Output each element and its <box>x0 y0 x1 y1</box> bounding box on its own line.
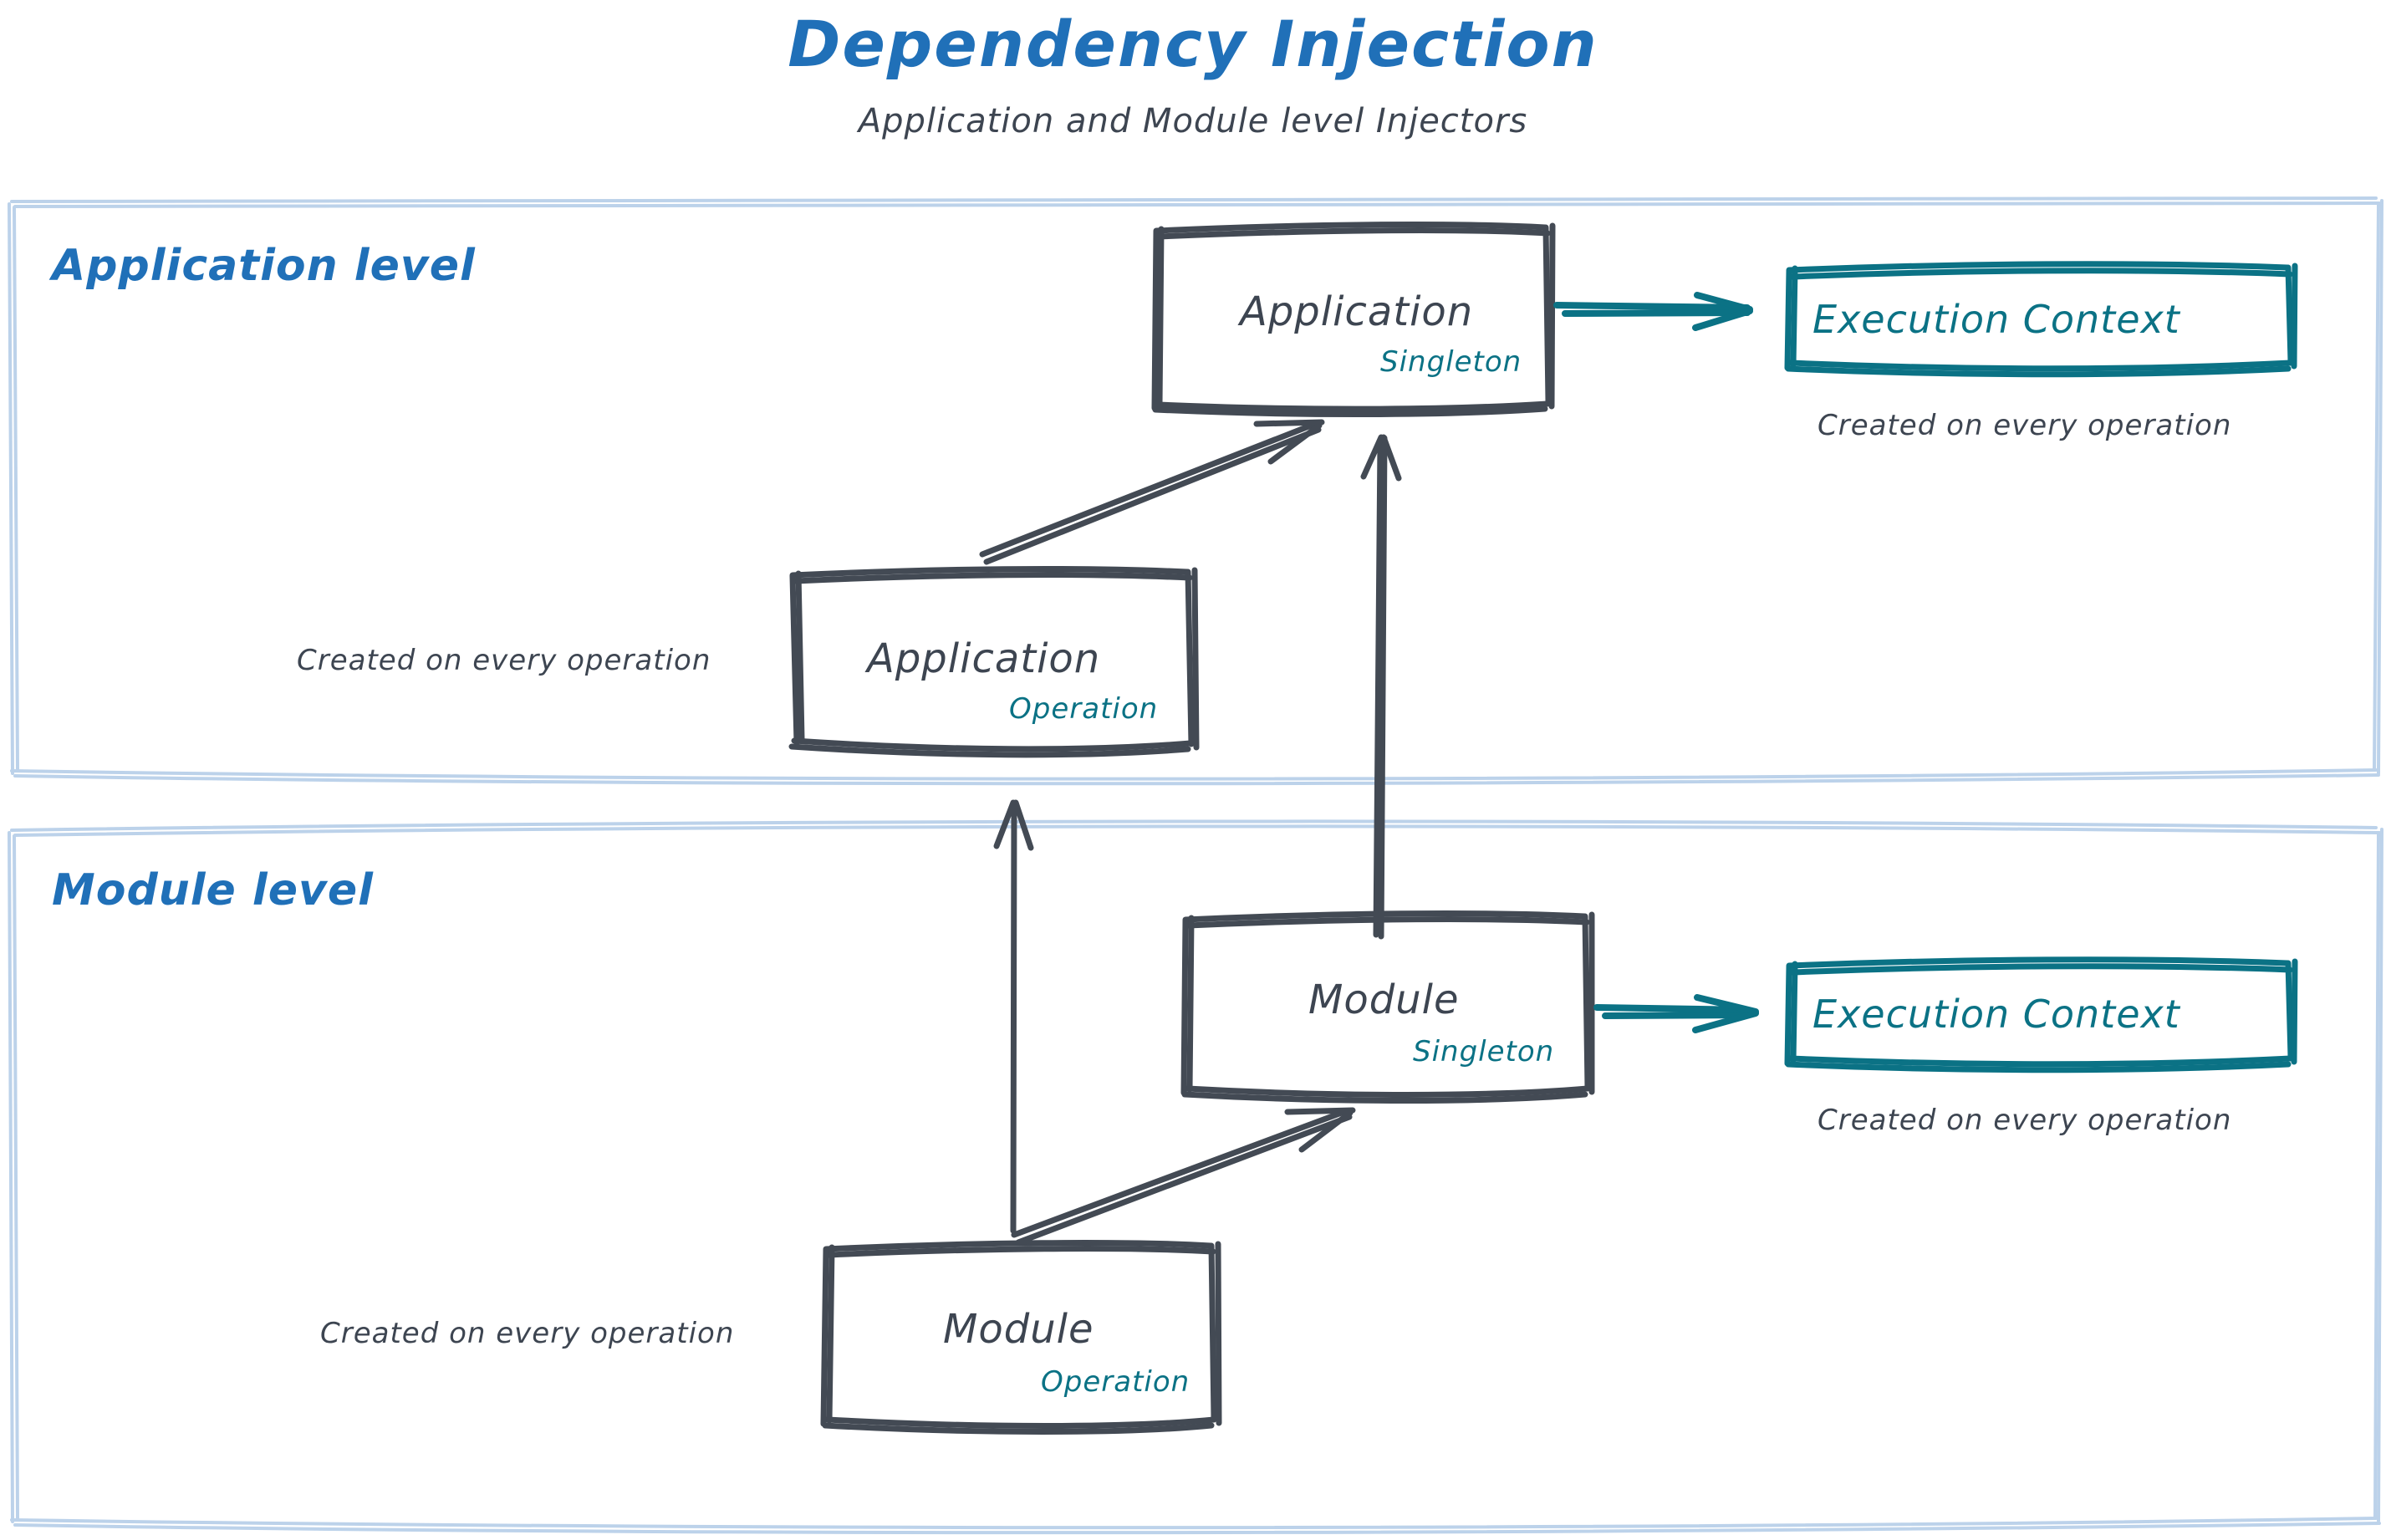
edge-module-operation-to-module-singleton <box>1011 1107 1356 1246</box>
edge-application-operation-to-singleton <box>979 419 1325 565</box>
note-module-operation: Created on every operation <box>320 1317 735 1350</box>
panel-module-level-border <box>8 819 2383 1535</box>
exec-context-application-border <box>1784 261 2298 378</box>
edge-module-singleton-to-execution-context <box>1593 994 1759 1033</box>
node-module-singleton-title: Module <box>1308 977 1460 1023</box>
node-application-operation-scope: Operation <box>1009 692 1159 726</box>
edge-module-singleton-to-application-singleton <box>1360 434 1402 940</box>
edge-application-singleton-to-execution-context <box>1553 292 1753 331</box>
panel-label-module-level: Module level <box>52 865 374 915</box>
page-subtitle: Application and Module level Injectors <box>858 102 1528 140</box>
node-module-operation-scope: Operation <box>1041 1365 1190 1399</box>
node-application-singleton-border <box>1151 222 1556 418</box>
note-application-operation: Created on every operation <box>297 644 711 677</box>
exec-context-application-note: Created on every operation <box>1818 409 2232 442</box>
panel-label-application-level: Application level <box>52 241 476 291</box>
node-module-singleton-scope: Singleton <box>1413 1035 1555 1068</box>
exec-context-module-note: Created on every operation <box>1818 1104 2232 1137</box>
exec-context-application-label: Execution Context <box>1812 297 2180 342</box>
node-application-operation-title: Application <box>867 635 1101 682</box>
page-title: Dependency Injection <box>788 7 1598 81</box>
node-module-operation-title: Module <box>943 1306 1094 1353</box>
exec-context-module-border <box>1784 956 2298 1073</box>
node-module-operation-border <box>820 1240 1222 1435</box>
node-application-singleton-title: Application <box>1240 288 1474 335</box>
node-module-singleton-border <box>1180 910 1595 1104</box>
node-application-operation-border <box>788 566 1200 758</box>
edge-module-operation-to-application-operation <box>993 799 1034 1234</box>
panel-application-level-border <box>8 196 2383 786</box>
node-application-singleton-scope: Singleton <box>1380 345 1522 379</box>
exec-context-module-label: Execution Context <box>1812 992 2180 1037</box>
